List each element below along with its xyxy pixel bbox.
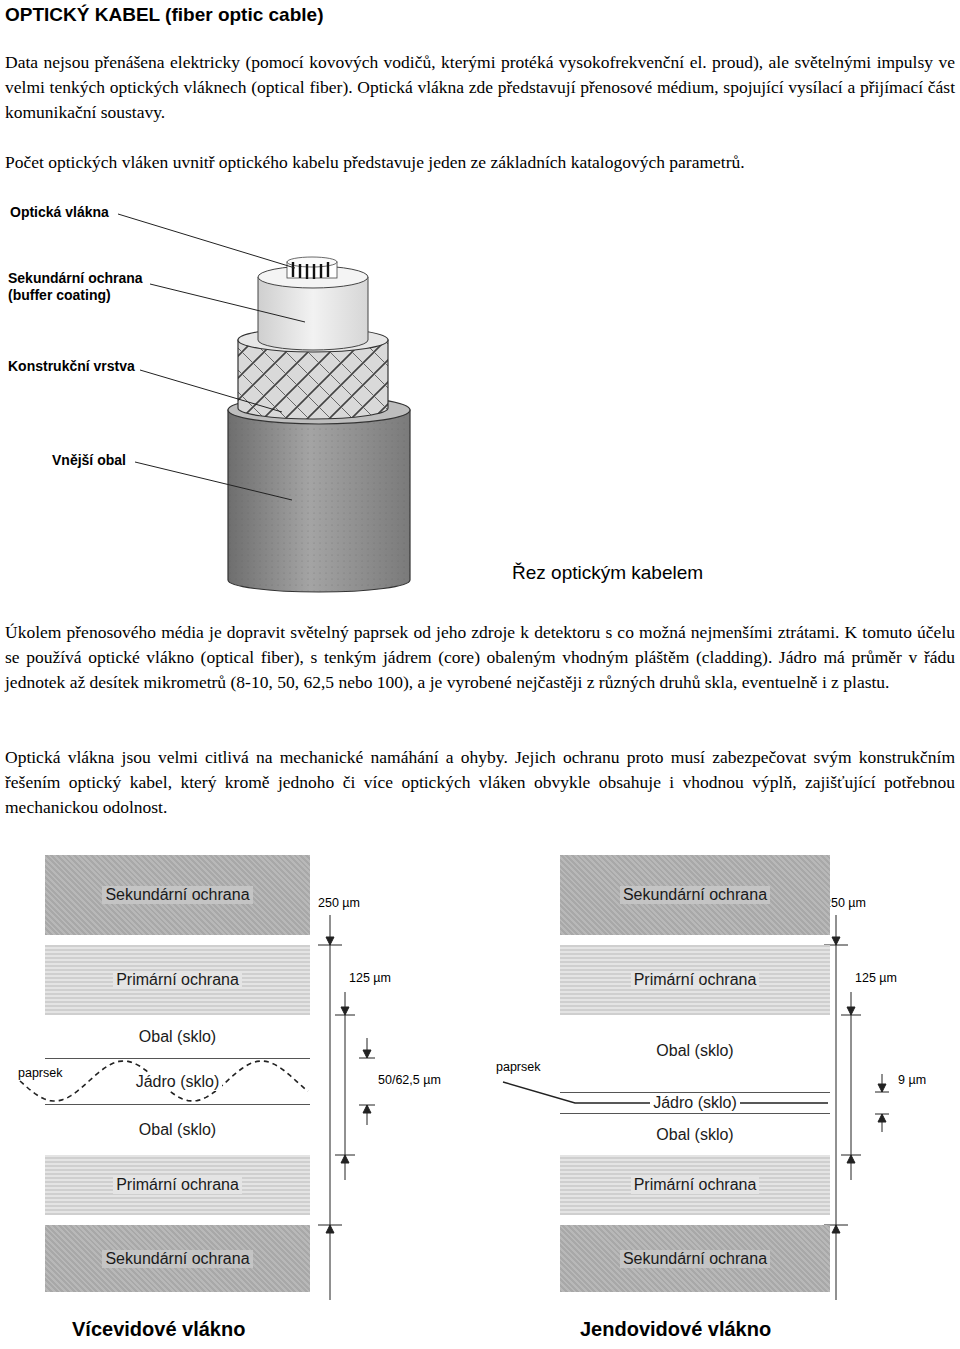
figure-title: Jendovidové vlákno	[580, 1318, 771, 1341]
leader-lines	[118, 214, 305, 500]
fiber-layer-band: Obal (sklo)	[45, 1015, 310, 1058]
band-text: Obal (sklo)	[653, 1042, 736, 1060]
fiber-layer-band: Sekundární ochrana	[45, 855, 310, 935]
paragraph: Úkolem přenosového média je dopravit svě…	[5, 620, 955, 695]
band-text: Sekundární ochrana	[620, 886, 770, 904]
fiber-layer-band: Sekundární ochrana	[560, 1225, 830, 1292]
fiber-layer-band: Jádro (sklo)	[45, 1058, 310, 1105]
fiber-layer-band: Primární ochrana	[45, 1155, 310, 1215]
callout-label: Sekundární ochrana (buffer coating)	[8, 270, 158, 304]
fiber-layer-band: Sekundární ochrana	[45, 1225, 310, 1292]
fiber-layer-band: Primární ochrana	[560, 945, 830, 1015]
band-text: Sekundární ochrana	[620, 1250, 770, 1268]
ray-label: paprsek	[494, 1060, 542, 1074]
callout-label: Konstrukční vrstva	[8, 358, 135, 375]
fiber-layer-band: Obal (sklo)	[560, 1114, 830, 1155]
paragraph: Počet optických vláken uvnitř optického …	[5, 150, 955, 175]
band-text: Obal (sklo)	[136, 1121, 219, 1139]
callout-label: Vnější obal	[52, 452, 126, 469]
band-text: Primární ochrana	[113, 1176, 242, 1194]
dimension-label: 250 µm	[316, 896, 362, 910]
cable-illustration	[228, 257, 410, 592]
band-text: Jádro (sklo)	[133, 1073, 223, 1091]
page-title: OPTICKÝ KABEL (fiber optic cable)	[5, 4, 323, 26]
figure-caption: Řez optickým kabelem	[512, 562, 703, 584]
band-text: Obal (sklo)	[136, 1028, 219, 1046]
fiber-layer-band: Obal (sklo)	[45, 1105, 310, 1155]
figure-title: Vícevidové vlákno	[72, 1318, 245, 1341]
band-text: Jádro (sklo)	[650, 1094, 740, 1112]
fiber-layer-band: Sekundární ochrana	[560, 855, 830, 935]
fiber-layer-band: Obal (sklo)	[560, 1015, 830, 1087]
fiber-layer-band: Primární ochrana	[45, 945, 310, 1015]
fiber-layer-band: Primární ochrana	[560, 1155, 830, 1215]
band-text: Primární ochrana	[113, 971, 242, 989]
dimension-label: 9 µm	[896, 1073, 928, 1087]
band-text: Primární ochrana	[631, 971, 760, 989]
fiber-layer-band: Jádro (sklo)	[560, 1092, 830, 1114]
dimension-label: 125 µm	[853, 971, 899, 985]
paragraph: Data nejsou přenášena elektricky (pomocí…	[5, 50, 955, 125]
dimension-lines	[318, 915, 889, 1300]
band-text: Sekundární ochrana	[102, 886, 252, 904]
band-text: Primární ochrana	[631, 1176, 760, 1194]
paragraph: Optická vlákna jsou velmi citlivá na mec…	[5, 745, 955, 820]
callout-label: Optická vlákna	[10, 204, 109, 221]
ray-label: paprsek	[16, 1066, 64, 1080]
band-text: Obal (sklo)	[653, 1126, 736, 1144]
dimension-label: 125 µm	[347, 971, 393, 985]
band-text: Sekundární ochrana	[102, 1250, 252, 1268]
dimension-label: 50/62,5 µm	[376, 1073, 443, 1087]
